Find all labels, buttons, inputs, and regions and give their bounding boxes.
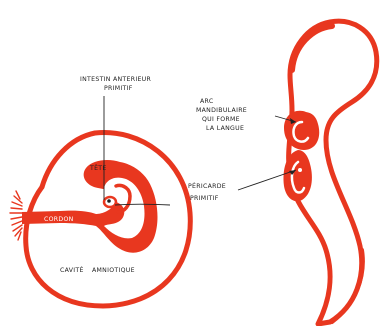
label-cordon: CORDON (44, 216, 74, 223)
label-arc-line3: QUI FORME (202, 116, 240, 123)
label-pericarde-line1: PÉRICARDE (188, 181, 226, 190)
label-intestin-line1: INTESTIN ANTERIEUR (80, 76, 151, 83)
label-arc-line2: MANDIBULAIRE (196, 107, 247, 114)
heart-dot (298, 168, 302, 172)
back-curve (332, 250, 363, 322)
embryo-profile-diagram (284, 21, 377, 324)
amniotic-sac-diagram (10, 132, 190, 306)
label-arc-line1: ARC (200, 98, 213, 105)
gut-pointer-dot (107, 199, 111, 203)
label-cavite: CAVITÉ (60, 265, 84, 274)
head-crown (292, 26, 332, 70)
label-intestin-line2: PRIMITIF (104, 85, 133, 92)
label-tete: TÊTE (89, 163, 107, 172)
embryo-body (84, 160, 158, 253)
label-pericarde-line2: PRIMITIF (190, 195, 219, 202)
label-arc-line4: LA LANGUE (206, 125, 244, 132)
label-amniotique: AMNIOTIQUE (92, 267, 135, 274)
cord-fringe (10, 191, 22, 240)
